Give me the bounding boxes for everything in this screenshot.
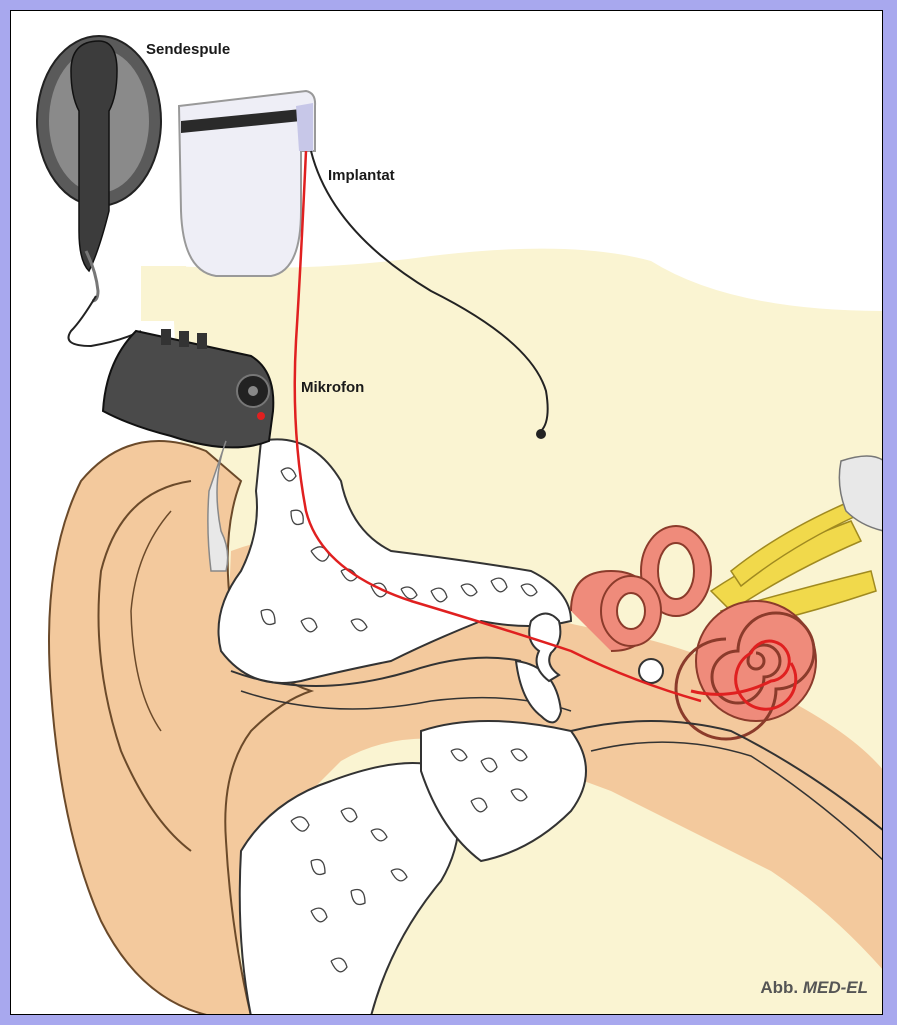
credit-prefix: Abb. bbox=[760, 978, 798, 997]
implantat-device bbox=[179, 91, 315, 276]
sendespule-coil bbox=[37, 36, 161, 301]
illustration-frame: Sendespule Implantat Mikrofon Abb. MED-E… bbox=[10, 10, 883, 1015]
ground-electrode bbox=[536, 429, 546, 439]
label-mikrofon: Mikrofon bbox=[301, 379, 364, 396]
label-sendespule: Sendespule bbox=[146, 41, 230, 58]
ear-anatomy-illustration bbox=[11, 11, 883, 1015]
label-implantat: Implantat bbox=[328, 167, 395, 184]
image-credit: Abb. MED-EL bbox=[760, 978, 868, 998]
background-tissue-left bbox=[141, 266, 186, 321]
credit-name: MED-EL bbox=[803, 978, 868, 997]
vestibule bbox=[639, 659, 663, 683]
